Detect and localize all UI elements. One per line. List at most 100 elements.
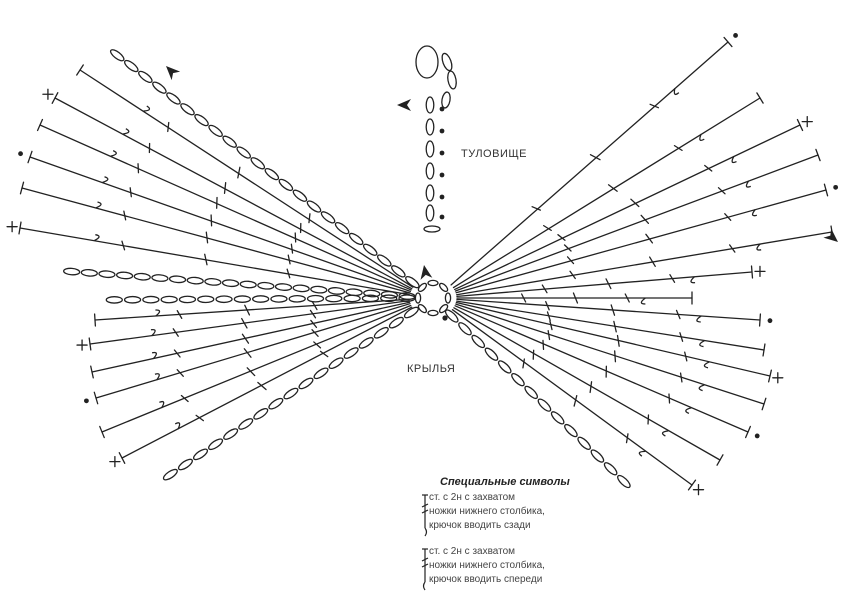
wing-stitch-rows (7, 33, 838, 495)
ring-chain-stitch (438, 282, 449, 293)
stitch-stem (457, 301, 764, 350)
ring-chain-stitch (438, 303, 449, 314)
chain-stitch (320, 210, 337, 225)
slip-stitch-dot (733, 33, 738, 38)
antenna-loop (446, 70, 457, 89)
stitch-tick (543, 340, 544, 349)
start-arrow-icon (397, 99, 411, 111)
post-hook (94, 235, 99, 241)
slip-stitch-dot (833, 185, 838, 190)
stitch-top-bar (77, 65, 84, 75)
wing-row (43, 89, 412, 288)
stitch-stem (30, 157, 410, 291)
stitch-stem (453, 98, 760, 288)
chain-stitch (373, 326, 390, 340)
post-hook (639, 451, 645, 456)
chain-stitch (376, 253, 393, 268)
chain-stitch (253, 296, 269, 302)
chain-stitch (497, 359, 513, 375)
stitch-tick (206, 232, 207, 243)
wing-row (77, 65, 413, 287)
wing-row (100, 306, 411, 438)
chain-stitch (151, 80, 168, 95)
stitch-tick (590, 382, 591, 393)
post-stitch-front-icon (421, 548, 429, 592)
chain-stitch (193, 113, 210, 128)
chain-stitch (234, 296, 250, 302)
stitch-top-bar (746, 426, 751, 437)
chain-stitch (328, 287, 344, 295)
stitch-stem (451, 42, 728, 285)
chain-stitch (536, 397, 552, 413)
wing-row (77, 301, 409, 350)
wing-row (456, 184, 838, 292)
body-dot (440, 107, 445, 112)
stitch-tick (288, 255, 290, 264)
post-hook (641, 298, 645, 304)
slip-stitch-dot (18, 151, 23, 156)
chain-stitch (240, 281, 256, 289)
stitch-stem (456, 304, 764, 404)
body-dot (440, 215, 445, 220)
post-hook (686, 408, 692, 414)
chain-stitch (278, 177, 295, 192)
stitch-stem (456, 190, 826, 293)
stitch-tick (523, 359, 524, 368)
wing-row (454, 308, 723, 465)
chain-stitch (306, 199, 323, 214)
slip-stitch-dot (755, 434, 760, 439)
ring-chain-stitch (428, 310, 438, 315)
center-ring (415, 280, 450, 320)
stitch-top-bar (95, 314, 96, 326)
post-hook (700, 341, 705, 347)
chain-stitch (267, 397, 284, 411)
stitch-tick (225, 183, 226, 194)
stitch-stem (95, 299, 409, 320)
wing-row (91, 302, 410, 378)
stitch-top-bar (760, 314, 761, 326)
chain-stitch (123, 59, 140, 74)
chain-stitch (334, 221, 351, 236)
chain-stitch (221, 134, 238, 149)
wing-row (455, 117, 813, 290)
join-dot (442, 315, 447, 320)
body-dot (440, 151, 445, 156)
start-arrow-icon (162, 62, 180, 80)
chain-stitch (237, 417, 254, 431)
body-chain-stitch (426, 97, 434, 113)
stitch-stem (457, 299, 760, 320)
chain-stitch (576, 435, 592, 451)
post-hook (697, 316, 701, 322)
chain-stitch (249, 156, 266, 171)
body-chain-stitch (426, 185, 434, 201)
chain-stitch (589, 448, 605, 464)
start-arrow-icon (418, 264, 432, 280)
body-chain-stitch (426, 163, 434, 179)
chain-stitch (313, 366, 330, 380)
legend-text: крючок вводить спереди (429, 574, 542, 585)
stitch-tick (615, 351, 616, 362)
chain-stitch (390, 264, 407, 279)
stitch-stem (456, 303, 770, 376)
wing-row (38, 120, 411, 290)
chain-stitch (116, 272, 132, 280)
chain-stitch (523, 385, 539, 401)
chain-stitch (198, 296, 214, 302)
chain-stitch (125, 297, 141, 303)
chain-stitch (235, 145, 252, 160)
chain-stitch (177, 457, 194, 471)
chain-stitch (162, 468, 179, 482)
body-chain-stitch (426, 141, 434, 157)
post-hook (663, 431, 669, 436)
legend-text: крючок вводить сзади (429, 520, 531, 531)
chain-stitch (563, 423, 579, 439)
stitch-stem (454, 308, 720, 460)
chain-stitch (326, 295, 342, 301)
chain-stitch (134, 273, 150, 281)
body-label: ТУЛОВИЩЕ (461, 148, 527, 160)
body-chain-stitch (426, 119, 434, 135)
stitch-stem (80, 70, 413, 287)
chain-stitch (510, 372, 526, 388)
wing-row (63, 268, 415, 300)
ring-chain-stitch (428, 280, 438, 285)
